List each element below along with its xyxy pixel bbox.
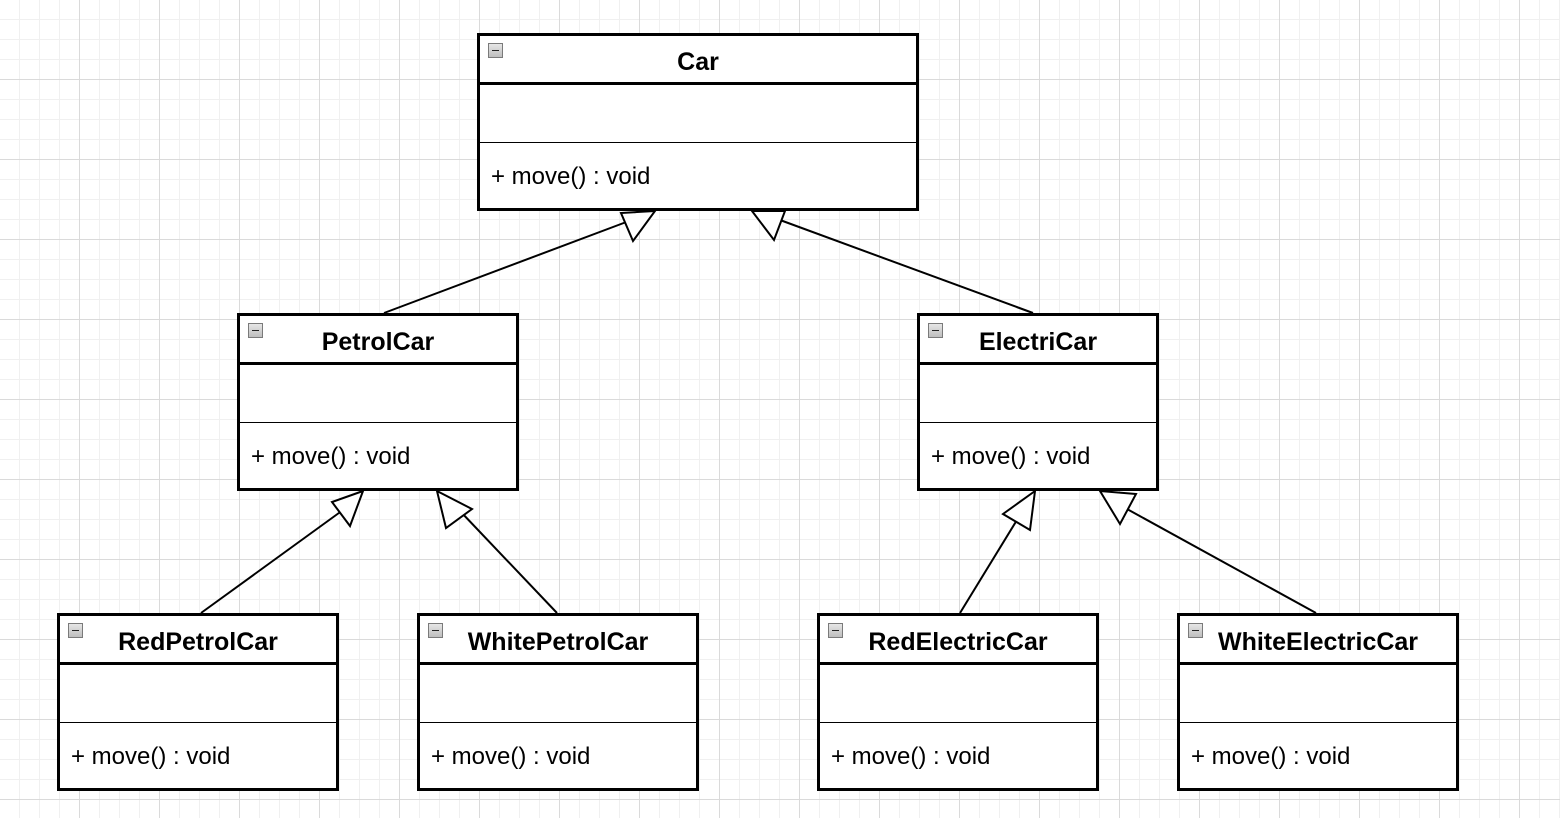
class-petrol-car-operation: + move() : void [251, 442, 411, 470]
class-petrol-car-header: PetrolCar [240, 316, 516, 365]
class-car-attributes [480, 85, 916, 143]
class-red-petrol-car-header: RedPetrolCar [60, 616, 336, 665]
collapse-icon[interactable] [68, 623, 83, 638]
class-red-petrol-car-attributes [60, 665, 336, 723]
class-car-operation: + move() : void [491, 162, 651, 190]
class-car-name: Car [677, 47, 719, 76]
collapse-icon[interactable] [248, 323, 263, 338]
edge-redpetrolcar-to-petrolcar-arrowhead [330, 489, 365, 529]
collapse-icon[interactable] [1188, 623, 1203, 638]
class-petrol-car-attributes [240, 365, 516, 423]
edge-whiteelectriccar-to-electricar[interactable] [1126, 508, 1317, 614]
class-white-petrol-car[interactable]: WhitePetrolCar + move() : void [417, 613, 699, 791]
edge-whiteelectriccar-to-electricar-arrowhead [1098, 489, 1138, 527]
class-petrol-car[interactable]: PetrolCar + move() : void [237, 313, 519, 491]
class-white-petrol-car-attributes [420, 665, 696, 723]
edge-whitepetrolcar-to-petrolcar[interactable] [459, 510, 558, 614]
edge-redpetrolcar-to-petrolcar[interactable] [200, 509, 344, 614]
class-electric-car-header: ElectriCar [920, 316, 1156, 365]
class-electric-car-name: ElectriCar [978, 327, 1098, 356]
class-red-electric-car[interactable]: RedElectricCar + move() : void [817, 613, 1099, 791]
class-red-petrol-car[interactable]: RedPetrolCar + move() : void [57, 613, 339, 791]
class-white-petrol-car-name: WhitePetrolCar [467, 627, 649, 656]
class-white-electric-car-operation: + move() : void [1191, 742, 1351, 770]
class-white-electric-car-attributes [1180, 665, 1456, 723]
class-petrol-car-name: PetrolCar [321, 327, 435, 356]
class-red-electric-car-header: RedElectricCar [820, 616, 1096, 665]
class-red-petrol-car-name: RedPetrolCar [118, 627, 278, 656]
collapse-icon[interactable] [828, 623, 843, 638]
collapse-icon[interactable] [928, 323, 943, 338]
class-white-electric-car[interactable]: WhiteElectricCar + move() : void [1177, 613, 1459, 791]
edge-redelectriccar-to-electricar-arrowhead [1001, 488, 1037, 532]
class-red-electric-car-attributes [820, 665, 1096, 723]
collapse-icon[interactable] [488, 43, 503, 58]
edge-petrolcar-to-car[interactable] [383, 220, 630, 314]
edge-electricar-to-car-arrowhead [749, 210, 787, 243]
edge-petrolcar-to-car-arrowhead [619, 209, 658, 244]
class-electric-car-attributes [920, 365, 1156, 423]
class-car-header: Car [480, 36, 916, 85]
edge-electricar-to-car[interactable] [779, 219, 1034, 314]
class-electric-car-operation: + move() : void [931, 442, 1091, 470]
class-red-electric-car-operation: + move() : void [831, 742, 991, 770]
class-red-electric-car-name: RedElectricCar [868, 627, 1048, 656]
class-white-electric-car-header: WhiteElectricCar [1180, 616, 1456, 665]
class-red-petrol-car-operation: + move() : void [71, 742, 231, 770]
edge-whitepetrolcar-to-petrolcar-arrowhead [435, 489, 474, 530]
class-electric-car[interactable]: ElectriCar + move() : void [917, 313, 1159, 491]
class-car[interactable]: Car + move() : void [477, 33, 919, 211]
class-white-petrol-car-operation: + move() : void [431, 742, 591, 770]
collapse-icon[interactable] [428, 623, 443, 638]
class-white-electric-car-name: WhiteElectricCar [1217, 627, 1419, 656]
edge-redelectriccar-to-electricar[interactable] [959, 514, 1021, 614]
class-white-petrol-car-header: WhitePetrolCar [420, 616, 696, 665]
